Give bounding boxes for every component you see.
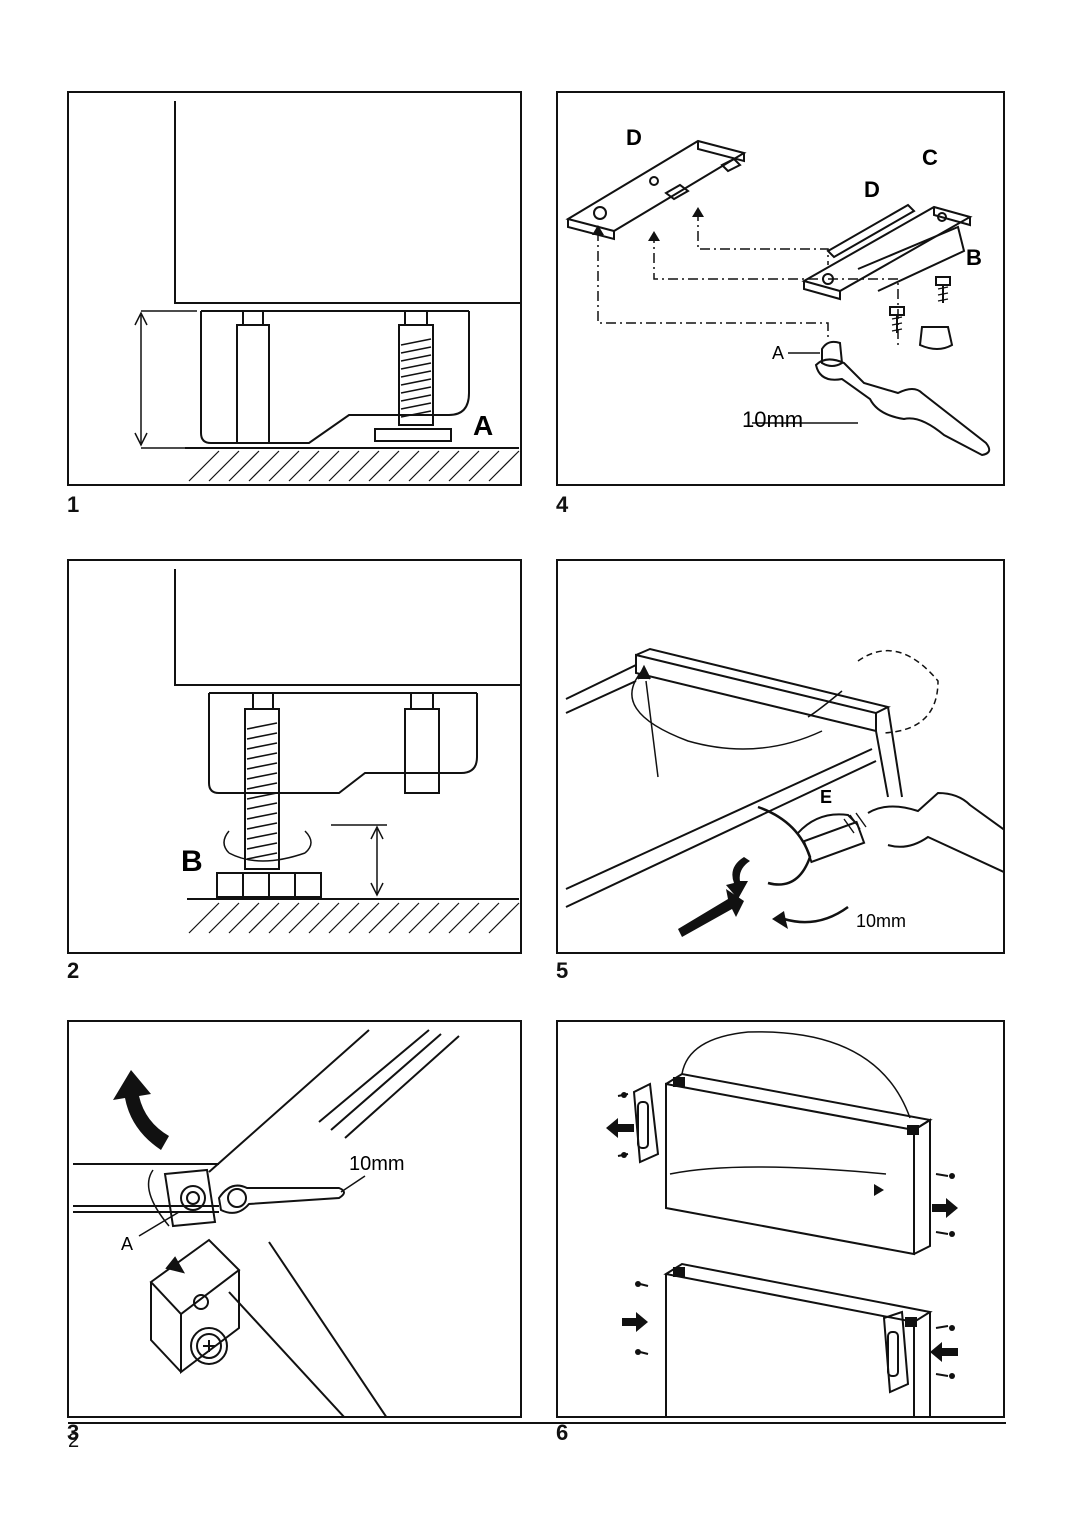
- label-d-left: D: [626, 125, 642, 150]
- wrench-size-label: 10mm: [742, 407, 803, 432]
- lift-arrow-icon: [113, 1070, 169, 1150]
- label-d-right: D: [864, 177, 880, 202]
- arrow-left-icon: [606, 1118, 634, 1138]
- figure-4-number: 4: [556, 492, 569, 517]
- rotate-arrow-icon-2: [772, 911, 788, 929]
- figure-3: 10mm A: [67, 1020, 522, 1418]
- figure-6-number: 6: [556, 1420, 569, 1445]
- figure-2-drawing: B: [174, 569, 520, 934]
- label-b: B: [966, 245, 982, 270]
- label-c: C: [922, 145, 938, 170]
- arrow-right-icon-2: [622, 1312, 648, 1332]
- figure-4: D D C B A 10mm: [556, 91, 1005, 486]
- label-e: E: [820, 787, 832, 807]
- wrench-size-label: 10mm: [856, 911, 906, 931]
- pull-arrow-icon: [678, 889, 744, 937]
- label-a: A: [772, 343, 784, 363]
- figure-6: [556, 1020, 1005, 1418]
- arrow-right-icon: [932, 1198, 958, 1218]
- figure-2: B: [67, 559, 522, 954]
- floor-hatching: [188, 450, 520, 482]
- label-a: A: [121, 1234, 133, 1254]
- figure-3-number: 3: [67, 1420, 80, 1445]
- arrow-left-icon-2: [930, 1342, 958, 1362]
- label-a: A: [473, 410, 493, 441]
- figure-4-drawing: D D C B A 10mm: [565, 125, 991, 457]
- page-number: 2: [68, 1430, 80, 1452]
- figure-1: A: [67, 91, 522, 486]
- figure-1-number: 1: [67, 492, 80, 517]
- wrench-size-label: 10mm: [349, 1153, 405, 1175]
- figure-1-drawing: A: [134, 101, 520, 482]
- figure-2-number: 2: [67, 958, 80, 983]
- figure-3-drawing: 10mm A: [73, 1029, 460, 1416]
- rotate-arrow-icon: [726, 857, 750, 899]
- figure-5: E 10mm: [556, 559, 1005, 954]
- footer-rule: [68, 1422, 1006, 1424]
- figure-5-drawing: E 10mm: [565, 647, 1003, 937]
- floor-hatching: [188, 902, 520, 934]
- label-b: B: [181, 845, 203, 878]
- figure-5-number: 5: [556, 958, 569, 983]
- figure-6-drawing: [606, 1031, 958, 1416]
